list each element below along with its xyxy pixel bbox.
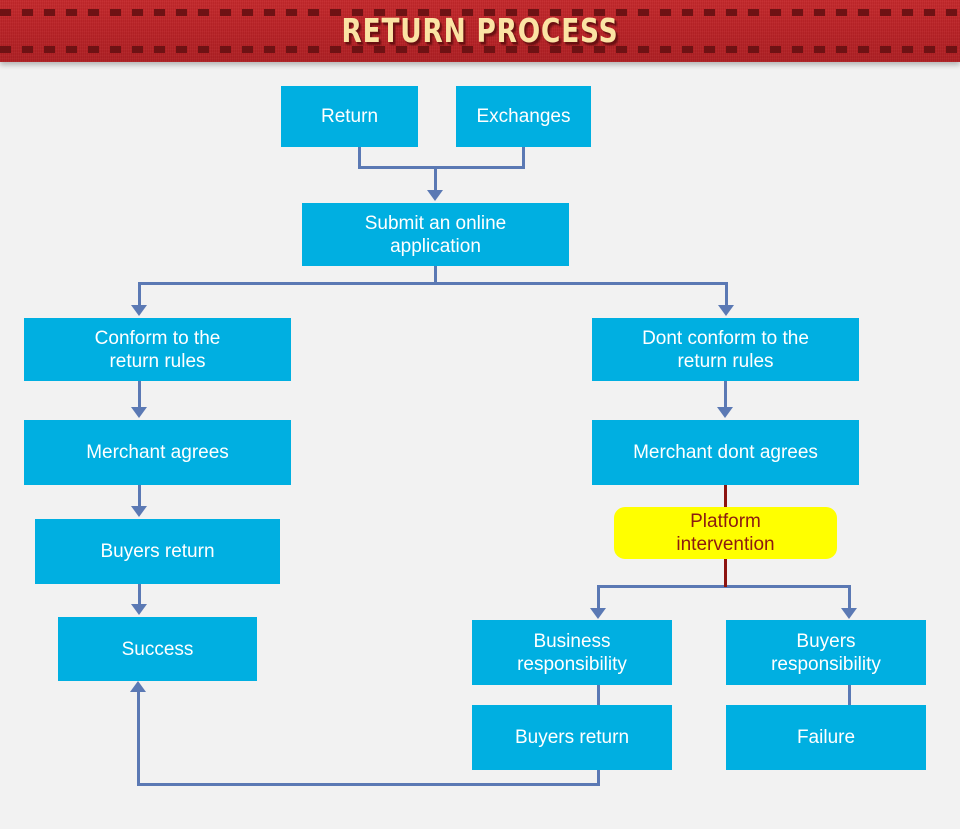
connector-platform-down	[724, 557, 727, 587]
node-dont-conform-line2: return rules	[677, 350, 774, 372]
node-merchant-agrees-label: Merchant agrees	[86, 442, 229, 463]
connector-business-to-buyersreturn	[597, 685, 600, 707]
page-title: RETURN PROCESS	[341, 11, 619, 50]
node-failure-label: Failure	[796, 727, 856, 748]
node-platform-intervention[interactable]: Platform intervention	[614, 507, 837, 559]
connector-platform-split-right	[848, 585, 851, 612]
node-buyers-resp-line1: Buyers	[796, 630, 856, 652]
arrow-to-submit	[427, 190, 443, 201]
node-buyers-return-left[interactable]: Buyers return	[35, 519, 280, 584]
arrow-to-dont-conform	[718, 305, 734, 316]
connector-conform-to-merchant	[138, 381, 141, 409]
node-conform-line1: Conform to the	[94, 327, 221, 349]
connector-buyers-to-success	[138, 584, 141, 610]
connector-platform-split-left	[597, 585, 600, 612]
connector-dontconform-to-merchantdont	[724, 381, 727, 409]
arrow-to-success	[131, 604, 147, 615]
node-return[interactable]: Return	[281, 86, 418, 147]
connector-loop-horizontal	[137, 783, 600, 786]
node-submit-application[interactable]: Submit an online application	[302, 203, 569, 266]
connector-split-right-down	[725, 282, 728, 307]
connector-split-left-down	[138, 282, 141, 307]
connector-merchant-to-buyers	[138, 485, 141, 512]
node-submit-line1: Submit an online	[364, 212, 507, 234]
node-buyers-responsibility[interactable]: Buyers responsibility	[726, 620, 926, 685]
connector-return-down	[358, 147, 361, 169]
connector-merge-bar-top	[358, 166, 525, 169]
connector-exchanges-down	[522, 147, 525, 169]
node-dont-conform-return-rules[interactable]: Dont conform to the return rules	[592, 318, 859, 381]
node-buyers-return-bottom-label: Buyers return	[514, 727, 630, 748]
node-platform-line1: Platform	[690, 511, 761, 532]
node-success-label: Success	[121, 638, 194, 660]
node-return-label: Return	[320, 106, 379, 127]
node-platform-line2: intervention	[676, 534, 775, 555]
arrow-to-merchant-dont-agrees	[717, 407, 733, 418]
node-conform-line2: return rules	[109, 350, 206, 372]
connector-loop-up	[137, 692, 140, 785]
node-business-responsibility[interactable]: Business responsibility	[472, 620, 672, 685]
arrow-to-merchant-agrees	[131, 407, 147, 418]
arrow-to-conform	[131, 305, 147, 316]
arrow-loop-to-success	[130, 681, 146, 692]
banner-dash-top	[0, 9, 960, 16]
node-business-line2: responsibility	[517, 653, 627, 675]
node-merchant-dont-agrees[interactable]: Merchant dont agrees	[592, 420, 859, 485]
connector-buyersresp-to-failure	[848, 685, 851, 707]
node-buyers-return-bottom[interactable]: Buyers return	[472, 705, 672, 770]
node-exchanges[interactable]: Exchanges	[456, 86, 591, 147]
node-conform-return-rules[interactable]: Conform to the return rules	[24, 318, 291, 381]
header-banner: RETURN PROCESS	[0, 0, 960, 62]
node-submit-line2: application	[390, 235, 481, 257]
connector-loop-down	[597, 770, 600, 785]
node-exchanges-label: Exchanges	[476, 106, 571, 127]
node-business-line1: Business	[533, 630, 611, 652]
node-merchant-dont-agrees-label: Merchant dont agrees	[633, 442, 818, 463]
node-success[interactable]: Success	[58, 617, 257, 681]
banner-dash-bottom	[0, 46, 960, 53]
connector-merge-to-submit	[434, 166, 437, 192]
connector-submit-down	[434, 266, 437, 284]
arrow-to-buyers-return-left	[131, 506, 147, 517]
connector-split-bar	[138, 282, 728, 285]
arrow-to-buyers-responsibility	[841, 608, 857, 619]
node-failure[interactable]: Failure	[726, 705, 926, 770]
connector-merchantdont-to-platform	[724, 485, 727, 509]
node-dont-conform-line1: Dont conform to the	[642, 327, 809, 349]
node-buyers-resp-line2: responsibility	[771, 653, 881, 675]
arrow-to-business-responsibility	[590, 608, 606, 619]
node-merchant-agrees[interactable]: Merchant agrees	[24, 420, 291, 485]
node-buyers-return-left-label: Buyers return	[100, 541, 215, 562]
